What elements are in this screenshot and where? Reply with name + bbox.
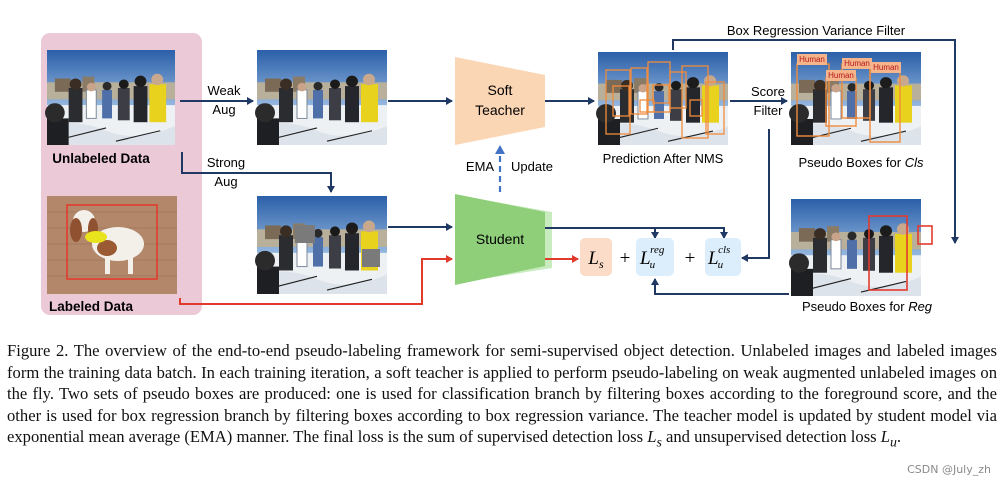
unlabeled-data-label: Unlabeled Data	[52, 151, 150, 166]
lu-cls-box	[705, 238, 741, 276]
soft-teacher-label-2: Teacher	[475, 102, 525, 118]
filter-label: Filter	[754, 103, 784, 118]
plus-2: +	[685, 248, 696, 269]
prediction-label: Prediction After NMS	[603, 151, 724, 166]
human-tag-1: Human	[799, 55, 825, 64]
gt-box	[66, 204, 158, 280]
reg-pseudo-to-lureg-arrow	[651, 278, 789, 295]
caption-lu-sub: u	[890, 434, 897, 450]
caption-lu-symbol: L	[880, 427, 890, 446]
human-tag-4: Human	[873, 63, 899, 72]
labeled-image	[47, 196, 177, 294]
weak-aug-image	[254, 49, 388, 146]
pseudo-cls-label: Pseudo Boxes for Cls	[798, 155, 924, 170]
strong-aug-arrow	[181, 152, 335, 193]
labeled-data-label: Labeled Data	[49, 299, 134, 314]
lu-reg-term: Lureg	[639, 244, 665, 271]
pseudo-cls-image: Human Human Human Human	[788, 51, 922, 146]
weak-aug-label-2: Aug	[212, 102, 235, 117]
pseudo-reg-label: Pseudo Boxes for Reg	[802, 299, 933, 314]
figure-caption: Figure 2. The overview of the end-to-end…	[7, 340, 997, 453]
student-label: Student	[476, 231, 524, 247]
weak-aug-label-1: Weak	[208, 83, 241, 98]
caption-middle: and unsupervised detection loss	[661, 427, 881, 446]
caption-ls-sub: s	[656, 434, 662, 450]
unlabeled-image	[44, 49, 176, 146]
caption-ls-symbol: L	[647, 427, 657, 446]
caption-end: .	[896, 427, 902, 446]
student-to-lucls-arrow	[655, 227, 728, 239]
plus-1: +	[620, 248, 631, 269]
human-tag-3: Human	[828, 71, 854, 80]
update-label: Update	[511, 159, 553, 174]
score-label: Score	[751, 84, 785, 99]
labeled-to-student-arrow	[179, 255, 453, 305]
student-block	[455, 194, 545, 285]
strong-aug-label-2: Aug	[214, 174, 237, 189]
human-tag-2: Human	[844, 59, 870, 68]
lu-cls-term: Lucls	[707, 244, 730, 271]
box-reg-variance-label: Box Regression Variance Filter	[727, 23, 906, 38]
ema-label: EMA	[466, 159, 495, 174]
box-reg-variance-arrow	[672, 39, 959, 244]
student-to-lureg-arrow	[545, 227, 659, 239]
prediction-image	[595, 51, 729, 146]
ls-box	[580, 238, 612, 276]
framework-diagram: Unlabeled Data Labeled Data Weak Aug Str…	[41, 23, 959, 315]
strong-aug-label-1: Strong	[207, 155, 245, 170]
pseudo-reg-image	[788, 198, 933, 297]
cls-pseudo-to-lucls-arrow	[741, 129, 770, 262]
soft-teacher-block	[455, 57, 545, 145]
watermark: CSDN @July_zh	[907, 463, 991, 476]
ls-term: Ls	[587, 248, 604, 271]
strong-aug-image	[254, 195, 388, 295]
lu-reg-box	[636, 238, 674, 276]
soft-teacher-label-1: Soft	[488, 82, 513, 98]
caption-text: Figure 2. The overview of the end-to-end…	[7, 341, 997, 446]
